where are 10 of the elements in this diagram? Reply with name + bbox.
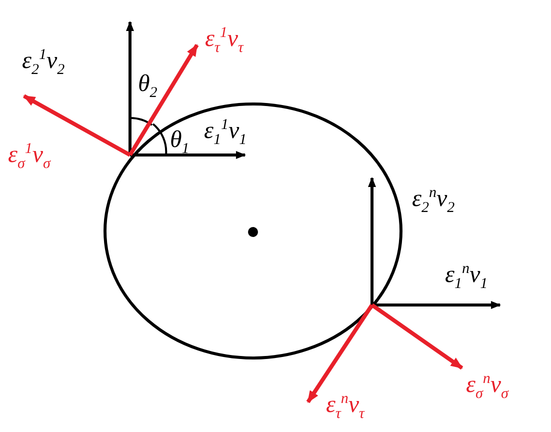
vector-label: ε$_{σ}$$^{n}$v$_{σ}$: [466, 372, 508, 402]
vector-label: ε$_{1}$$^{1}$v$_{1}$: [204, 118, 247, 148]
vector-label: ε$_{1}$$^{n}$v$_{1}$: [445, 262, 488, 292]
vector-label: θ$_{2}$: [138, 72, 158, 101]
vector-label: θ$_{1}$: [170, 128, 190, 157]
vector-label: ε$_{τ}$$^{n}$v$_{τ}$: [326, 392, 364, 422]
vector-label: ε$_{2}$$^{n}$v$_{2}$: [412, 186, 455, 216]
vector-label: ε$_{τ}$$^{1}$v$_{τ}$: [205, 26, 244, 56]
vector-label: ε$_{2}$$^{1}$v$_{2}$: [22, 48, 65, 78]
vector-label: ε$_{σ}$$^{1}$v$_{σ}$: [8, 142, 50, 172]
